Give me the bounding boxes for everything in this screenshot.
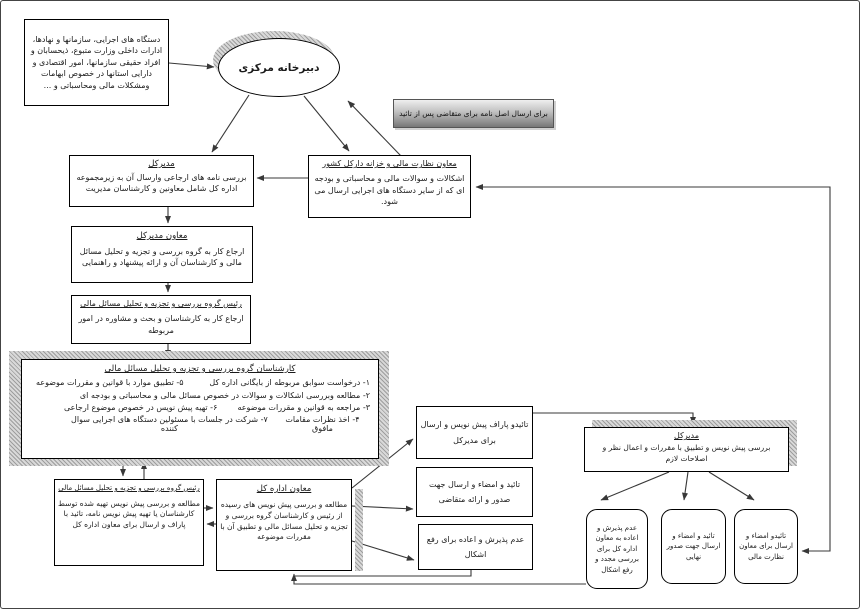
- node-experts-group: کارشناسان گروه بررسی و تجزیه و تحلیل مسا…: [21, 359, 379, 459]
- arrow-secretariat-to-dg: [211, 94, 250, 153]
- node-send-to-supervision: تائیدو امضاء و ارسال برای معاون نظارت ما…: [734, 509, 798, 584]
- experts-row: ۲- مطالعه وبررسی اشکالات و سوالات در خصو…: [22, 388, 378, 400]
- node-approve-sign-issue: تائید و امضاء و ارسال جهت صدور و ارائه م…: [416, 467, 533, 517]
- dg-header: مدیرکل: [148, 159, 175, 169]
- experts-item: ۲- مطالعه وبررسی اشکالات و سوالات در خصو…: [79, 390, 370, 400]
- deputy-dg-header: معاون مدیرکل: [136, 231, 188, 241]
- arrow-secretariat-to-supervision: [303, 95, 350, 152]
- secretariat-label: دبیرخانه مرکزی: [238, 61, 320, 74]
- deputy-office-header: معاون اداره کل: [256, 484, 312, 494]
- experts-item: ۱- درخواست سوابق مربوطه از بایگانی اداره…: [209, 378, 370, 388]
- deputy-supervision-header: معاون نظارت مالی و خزانه دارکل کشور: [322, 159, 457, 168]
- group-head-body: ارجاع کار به کارشناسان و بحث و مشاوره در…: [78, 314, 244, 335]
- approve-sign-body: تائید و امضاء و ارسال جهت صدور و ارائه م…: [428, 479, 521, 504]
- group-head-review-header: رئیس گروه بررسی و تجزیه و تحلیل مسائل ما…: [58, 484, 200, 492]
- experts-row: ۳- مراجعه به قوانین و مقررات موضوعه ۶- ت…: [22, 400, 378, 412]
- dg-review-body: بررسی پیش نویس و تطبیق با مقررات و اعمال…: [602, 443, 771, 463]
- node-approve-paraph-send-dg: تائیدو پاراف پیش نویس و ارسال برای مدیرک…: [416, 406, 533, 459]
- experts-item: ۷- شرکت در جلسات با مسئولین دستگاه های ا…: [71, 415, 268, 433]
- node-reject-return-deputy: عدم پذیرش و اعاده به معاون اداره کل برای…: [586, 509, 648, 589]
- experts-item: ۳- مراجعه به قوانین و مقررات موضوعه: [237, 402, 370, 412]
- node-group-head: رئیس گروه بررسی و تجزیه و تحلیل مسائل ما…: [71, 295, 251, 344]
- node-central-secretariat-ellipse: دبیرخانه مرکزی: [218, 38, 340, 97]
- node-director-general: مدیرکل بررسی نامه های ارجاعی وارسال آن ب…: [69, 155, 254, 207]
- node-final-issue: تائید و امضاء و ارسال جهت صدور نهایی: [661, 509, 726, 584]
- reject-return-body: عدم پذیرش و اعاده به معاون اداره کل برای…: [595, 523, 639, 574]
- arrow-dg-review-to-final-issue: [682, 471, 689, 501]
- arrow-reject-return-to-deputy-office: [290, 573, 586, 585]
- node-reject-return-fix: عدم پذیرش و اعاده برای رفع اشکال: [418, 524, 533, 570]
- experts-row: ۴- اخذ نظرات مقامات مافوق ۷- شرکت در جلس…: [22, 413, 378, 434]
- node-deputy-office-head: معاون اداره کل مطالعه و بررسی پیش نویس ه…: [216, 479, 352, 571]
- node-agencies-box: دستگاه های اجرایی، سازمانها و نهادها، اد…: [24, 19, 169, 106]
- group-head-header: رئیس گروه بررسی و تجزیه و تحلیل مسائل ما…: [80, 299, 242, 308]
- arrow-agencies-to-secretariat: [168, 62, 215, 70]
- deputy-supervision-body: اشکالات و سوالات مالی و محاسباتی و بودجه…: [314, 174, 465, 207]
- agencies-text: دستگاه های اجرایی، سازمانها و نهادها، اد…: [30, 34, 163, 90]
- deputy-office-body: مطالعه و بررسی پیش نویس های رسیده از رئی…: [220, 499, 348, 542]
- group-head-review-body: مطالعه و بررسی پیش نویس تهیه شده توسط کا…: [58, 498, 200, 530]
- note-send-original-banner: برای ارسال اصل نامه برای متقاضی پس از تا…: [393, 99, 554, 128]
- experts-row: ۱- درخواست سوابق مربوطه از بایگانی اداره…: [22, 376, 378, 388]
- experts-item: ۶- تهیه پیش نویس در خصوص موضوع ارجاعی: [64, 402, 218, 412]
- experts-items: ۱- درخواست سوابق مربوطه از بایگانی اداره…: [22, 376, 378, 434]
- dg-review-header: مدیرکل: [674, 431, 699, 440]
- send-supervision-body: تائیدو امضاء و ارسال برای معاون نظارت ما…: [739, 531, 793, 561]
- experts-header: کارشناسان گروه بررسی و تجزیه و تحلیل مسا…: [104, 364, 296, 374]
- arrow-dg-review-to-send-supervision: [708, 471, 755, 501]
- reject-fix-body: عدم پذیرش و اعاده برای رفع اشکال: [426, 534, 525, 559]
- experts-item: ۵- تطبیق موارد با قوانین و مقررات موضوعه: [36, 378, 184, 388]
- deputy-dg-body: ارجاع کار به گروه بررسی و تجزیه و تحلیل …: [79, 246, 245, 268]
- banner-text: برای ارسال اصل نامه برای متقاضی پس از تا…: [399, 109, 548, 118]
- arrow-dg-review-to-reject-return: [600, 471, 670, 501]
- node-deputy-financial-supervision: معاون نظارت مالی و خزانه دارکل کشور اشکا…: [308, 155, 471, 218]
- node-group-head-review: رئیس گروه بررسی و تجزیه و تحلیل مسائل ما…: [54, 479, 204, 566]
- experts-item: ۴- اخذ نظرات مقامات مافوق: [285, 415, 360, 433]
- node-dg-review: مدیرکل بررسی پیش نویس و تطبیق با مقررات …: [584, 427, 789, 472]
- deputy-office-shadow: [355, 489, 363, 571]
- approve-paraph-body: تائیدو پاراف پیش نویس و ارسال برای مدیرک…: [420, 420, 529, 445]
- final-issue-body: تائید و امضاء و ارسال جهت صدور نهایی: [666, 531, 721, 561]
- node-deputy-director-general: معاون مدیرکل ارجاع کار به گروه بررسی و ت…: [71, 226, 253, 283]
- dg-body: بررسی نامه های ارجاعی وارسال آن به زیرمج…: [76, 172, 247, 194]
